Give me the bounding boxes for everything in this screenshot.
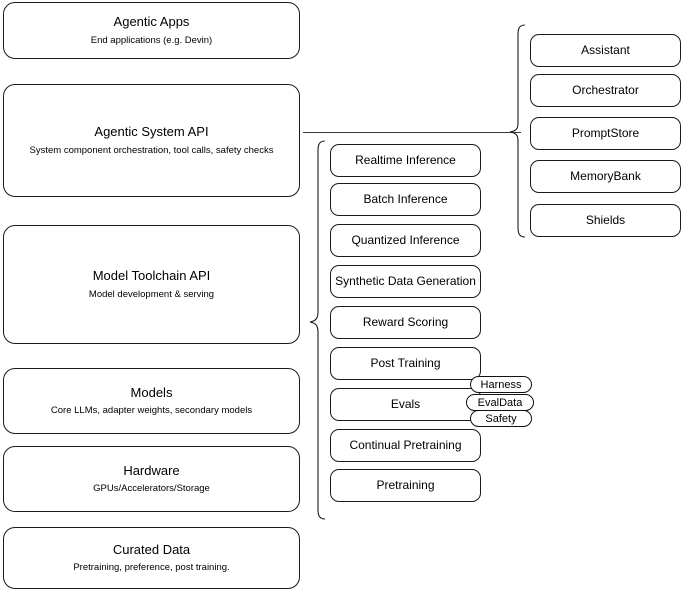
capability-pretraining[interactable]: Pretraining [330,469,481,502]
component-label: Assistant [581,43,630,57]
evals-subcomponent-safety[interactable]: Safety [470,410,532,427]
stack-layer-hardware[interactable]: Hardware GPUs/Accelerators/Storage [3,446,300,512]
capability-continual-pretraining[interactable]: Continual Pretraining [330,429,481,462]
capability-quantized-inference[interactable]: Quantized Inference [330,224,481,257]
capability-label: Evals [390,397,421,411]
layer-description: Core LLMs, adapter weights, secondary mo… [50,405,253,417]
toolchain-capabilities-brace [306,140,326,520]
layer-description: Pretraining, preference, post training. [73,562,230,574]
system-components-brace [506,24,526,238]
capability-label: Post Training [370,356,441,370]
stack-layer-agentic-apps[interactable]: Agentic Apps End applications (e.g. Devi… [3,2,300,59]
capability-label: Quantized Inference [351,233,460,247]
system-component-promptstore[interactable]: PromptStore [530,117,681,150]
system-component-memorybank[interactable]: MemoryBank [530,160,681,193]
layer-description: End applications (e.g. Devin) [90,34,213,46]
layer-description: Model development & serving [88,288,215,300]
capability-batch-inference[interactable]: Batch Inference [330,183,481,216]
layer-title: Agentic Apps [113,14,190,30]
component-label: Orchestrator [572,83,639,97]
capability-post-training[interactable]: Post Training [330,347,481,380]
stack-layer-curated-data[interactable]: Curated Data Pretraining, preference, po… [3,527,300,589]
system-component-assistant[interactable]: Assistant [530,34,681,67]
component-label: PromptStore [571,126,640,140]
layer-title: Hardware [123,462,180,478]
capability-label: Reward Scoring [362,315,449,329]
layer-description: GPUs/Accelerators/Storage [93,483,210,495]
capability-label: Synthetic Data Generation [335,274,476,288]
capability-label: Pretraining [376,478,435,492]
capability-reward-scoring[interactable]: Reward Scoring [330,306,481,339]
evals-subcomponent-harness[interactable]: Harness [470,376,532,393]
evals-subcomponent-evaldata[interactable]: EvalData [466,394,534,411]
capability-evals[interactable]: Evals [330,388,481,421]
layer-title: Curated Data [112,541,191,557]
stack-layer-models[interactable]: Models Core LLMs, adapter weights, secon… [3,368,300,434]
capability-label: Realtime Inference [355,153,456,167]
layer-title: Models [130,384,173,400]
system-component-shields[interactable]: Shields [530,204,681,237]
capability-label: Batch Inference [363,192,448,206]
system-component-orchestrator[interactable]: Orchestrator [530,74,681,107]
capability-realtime-inference[interactable]: Realtime Inference [330,144,481,177]
system-api-connector-line [303,132,521,133]
component-label: Shields [585,213,626,227]
layer-title: Model Toolchain API [92,268,211,284]
stack-layer-agentic-system-api[interactable]: Agentic System API System component orch… [3,84,300,197]
pill-label: Harness [480,378,522,391]
pill-label: EvalData [477,396,523,409]
layer-description: System component orchestration, tool cal… [29,144,274,156]
component-label: MemoryBank [570,169,641,183]
layer-title: Agentic System API [94,124,209,140]
capability-synthetic-data-generation[interactable]: Synthetic Data Generation [330,265,481,298]
stack-layer-model-toolchain-api[interactable]: Model Toolchain API Model development & … [3,225,300,344]
pill-label: Safety [485,412,517,425]
capability-label: Continual Pretraining [349,438,462,452]
